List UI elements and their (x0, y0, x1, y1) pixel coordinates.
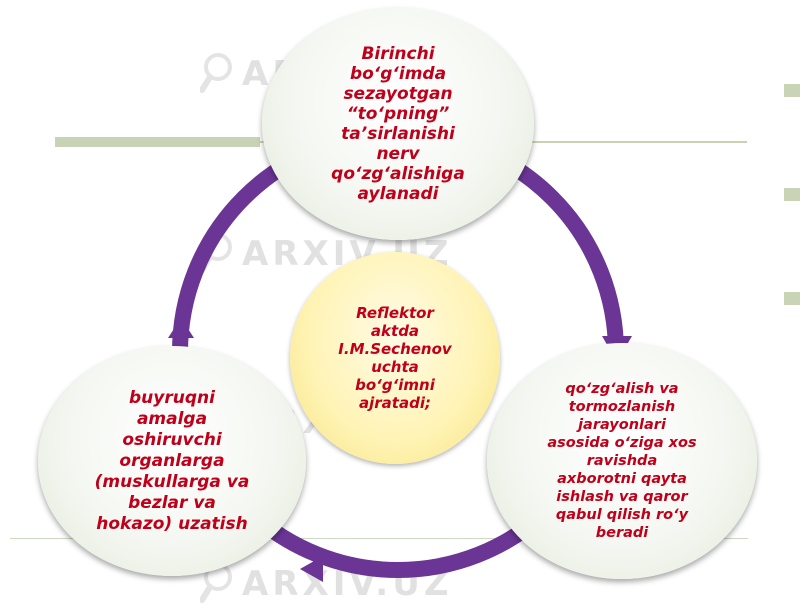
corner-square (784, 292, 800, 305)
node-center: Reflektor aktda I.M.Sechenov uchta bo‘g‘… (290, 252, 500, 464)
node-top: Birinchi bo‘g‘imda sezayotgan “to‘pning”… (262, 8, 534, 240)
node-right-text: qo‘zg‘alish va tormozlanish jarayonlari … (547, 381, 697, 541)
decorative-bar-thick (55, 137, 260, 147)
corner-square (784, 188, 800, 201)
node-top-text: Birinchi bo‘g‘imda sezayotgan “to‘pning”… (331, 44, 465, 204)
bottom-divider (10, 538, 748, 539)
node-left-text: buyruqni amalga oshiruvchi organlarga (m… (94, 387, 250, 534)
magnifier-icon (200, 52, 234, 96)
node-center-text: Reflektor aktda I.M.Sechenov uchta bo‘g‘… (338, 304, 452, 412)
node-right: qo‘zg‘alish va tormozlanish jarayonlari … (487, 343, 757, 579)
cycle-arrow-bottom (300, 556, 323, 582)
node-left: buyruqni amalga oshiruvchi organlarga (m… (38, 346, 306, 576)
corner-square (784, 84, 800, 97)
cycle-arrow-left (168, 318, 194, 338)
